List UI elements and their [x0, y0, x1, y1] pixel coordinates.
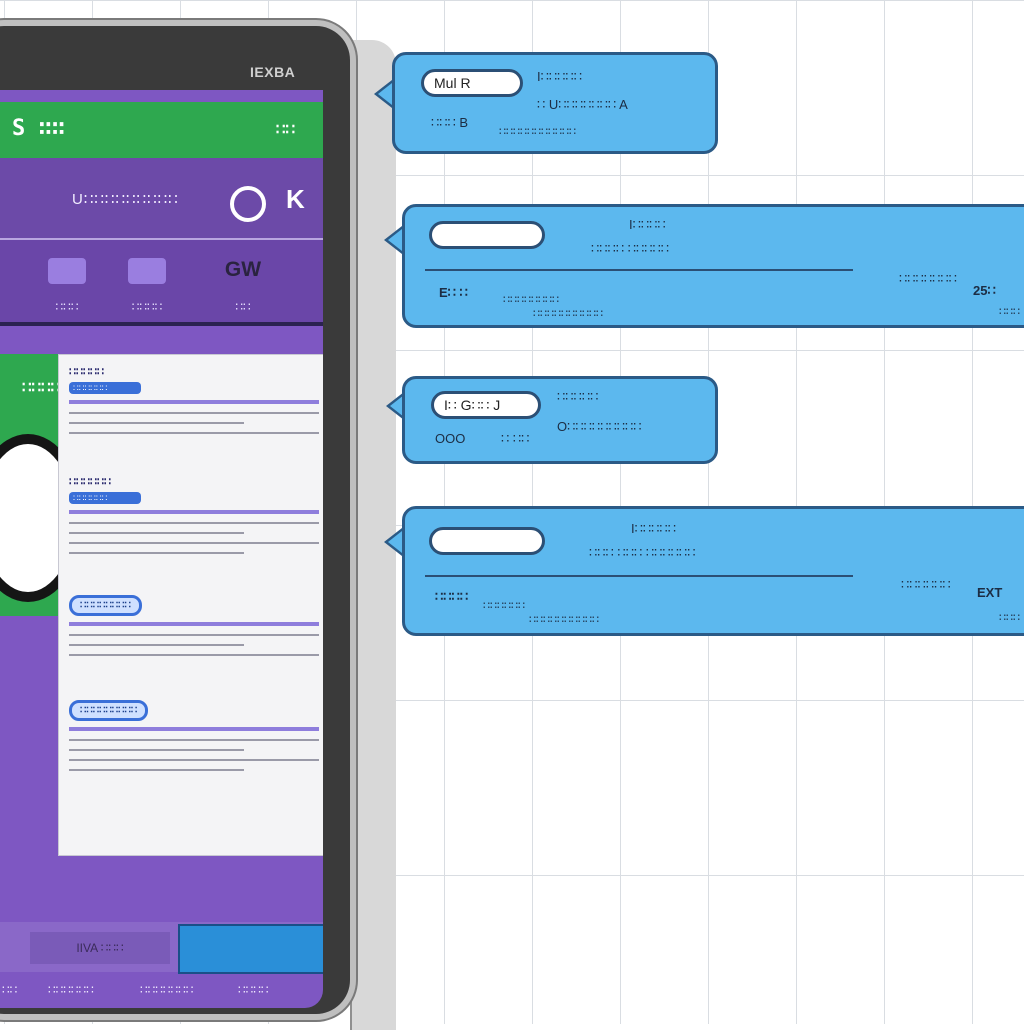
callout-4-mid: ∷∷∷∷∷∷: [483, 600, 525, 612]
tab-1-label: ∷∷∷: [55, 300, 79, 314]
text-line: [69, 654, 319, 656]
tab-2-icon: [128, 258, 166, 284]
callout-2-mid: ∷∷∷∷∷∷∷∷: [503, 294, 559, 306]
callout-1[interactable]: Mul R I∷∷∷∷∷ ∷ U∷∷∷∷∷∷∷ A ∷∷∷ B ∷∷∷∷∷∷∷∷…: [392, 52, 718, 154]
phone-screen: S ∷∷ ∷∷ U∷∷∷∷∷∷∷∷∷ K ∷∷∷ ∷∷∷∷ GW ∷∷ ∷∷∷∷…: [0, 90, 323, 1008]
callout-3-left: OOO: [435, 431, 466, 446]
callout-3-field[interactable]: I∷ G∷∷ J: [431, 391, 541, 419]
bottom-nav-item-1[interactable]: ∷∷: [2, 983, 18, 997]
list-item[interactable]: ∷∷∷∷∷∷∷∷∷: [69, 700, 319, 771]
callout-2-field[interactable]: [429, 221, 545, 249]
tab-2[interactable]: ∷∷∷∷: [112, 258, 182, 314]
callout-pointer: [384, 528, 402, 556]
callout-2-title: I∷∷∷∷: [629, 217, 666, 232]
text-line: [69, 759, 319, 761]
list-item-title: ∷∷∷∷∷: [69, 366, 104, 378]
app-logo: S ∷∷: [12, 116, 65, 141]
callout-3[interactable]: I∷ G∷∷ J ∷∷∷∷∷ O∷∷∷∷∷∷∷∷∷ OOO ∷ ∷∷: [402, 376, 718, 464]
record-button[interactable]: [230, 186, 266, 222]
status-text: IEXBA: [250, 64, 296, 80]
callout-2-rule: [425, 269, 853, 271]
callout-4-number: EXT: [977, 585, 1003, 600]
callout-3-subtitle: O∷∷∷∷∷∷∷∷∷: [557, 419, 642, 434]
list-item[interactable]: ∷∷∷∷∷∷∷∷: [69, 595, 319, 656]
callout-1-title: I∷∷∷∷∷: [537, 69, 582, 84]
callout-4-mid-b: ∷∷∷∷∷∷∷∷∷∷: [529, 614, 599, 626]
tab-3[interactable]: GW ∷∷: [208, 258, 278, 314]
bottom-nav-item-2[interactable]: ∷∷∷∷∷∷: [48, 983, 94, 997]
callout-pointer: [374, 80, 392, 108]
callout-4-title: I∷∷∷∷∷: [631, 521, 676, 536]
text-line: [69, 552, 244, 554]
bottom-strip-label[interactable]: IIVA ∷∷∷: [30, 932, 170, 964]
callout-2-subtitle: ∷∷∷∷ ∷∷∷∷∷: [591, 241, 670, 256]
callout-4-number-b: ∷∷∷: [999, 612, 1020, 624]
callout-2[interactable]: I∷∷∷∷ ∷∷∷∷ ∷∷∷∷∷ E∷ ∷ ∷∷∷∷∷∷∷∷ ∷∷∷∷∷∷∷∷∷…: [402, 204, 1024, 328]
callout-4-rule: [425, 575, 853, 577]
profile-header: U∷∷∷∷∷∷∷∷∷ K: [0, 158, 323, 240]
tab-3-label: ∷∷: [235, 300, 251, 314]
callout-1-left: ∷∷∷ B: [431, 115, 469, 130]
callout-4[interactable]: I∷∷∷∷∷ ∷∷∷ ∷∷∷ ∷∷∷∷∷∷ ∷∷∷∷ ∷∷∷∷∷∷ ∷∷∷∷∷∷…: [402, 506, 1024, 636]
text-line: [69, 522, 319, 524]
tab-3-icon: GW: [224, 258, 262, 281]
list-item[interactable]: ∷∷∷∷∷∷ ∷∷∷∷∷∷: [69, 475, 319, 554]
app-bar-action[interactable]: ∷∷: [275, 121, 295, 138]
list-item-pill: ∷∷∷∷∷∷∷∷: [69, 595, 142, 616]
content-area: ∷∷∷∷ ∷∷∷∷∷ ∷∷∷∷∷∷ ∷∷∷∷∷∷ ∷∷∷∷∷∷: [0, 325, 323, 925]
callout-4-field[interactable]: [429, 527, 545, 555]
media-thumbnail[interactable]: [178, 924, 323, 974]
text-line: [69, 644, 244, 646]
green-card-title: ∷∷∷∷: [22, 379, 61, 396]
bottom-nav-item-3[interactable]: ∷∷∷∷∷∷∷: [140, 983, 194, 997]
list-item-divider: [69, 400, 319, 404]
text-line: [69, 769, 244, 771]
bottom-nav: ∷∷ ∷∷∷∷∷∷ ∷∷∷∷∷∷∷ ∷∷∷∷: [0, 975, 323, 1005]
bottom-nav-item-4[interactable]: ∷∷∷∷: [238, 983, 269, 997]
text-line: [69, 542, 319, 544]
callout-2-mid-b: ∷∷∷∷∷∷∷∷∷∷: [533, 308, 603, 320]
callout-2-left: E∷ ∷: [439, 285, 468, 300]
tab-2-label: ∷∷∷∷: [131, 300, 163, 314]
list-item-divider: [69, 510, 319, 514]
callout-4-left: ∷∷∷∷: [435, 589, 469, 604]
callout-3-title: ∷∷∷∷∷: [557, 389, 599, 404]
text-line: [69, 532, 244, 534]
callout-1-subtitle: ∷ U∷∷∷∷∷∷∷ A: [537, 97, 628, 112]
app-bar: S ∷∷ ∷∷: [0, 102, 323, 158]
callout-1-footer: ∷∷∷∷∷∷∷∷∷∷∷: [499, 126, 576, 138]
callout-4-subtitle: ∷∷∷ ∷∷∷ ∷∷∷∷∷∷: [589, 545, 696, 560]
callout-4-right: ∷∷∷∷∷∷: [901, 577, 951, 592]
callout-pointer: [386, 392, 404, 420]
list-item-title: ∷∷∷∷∷∷: [69, 476, 111, 488]
list-item-tag: ∷∷∷∷∷∷: [69, 492, 141, 504]
tab-1-icon: [48, 258, 86, 284]
callout-pointer: [384, 226, 402, 254]
callout-2-number: 25∷: [973, 283, 996, 298]
callout-2-number-b: ∷∷∷: [999, 306, 1020, 318]
callout-2-right: ∷∷∷∷∷∷∷: [899, 271, 957, 286]
badge-k[interactable]: K: [286, 184, 305, 214]
list-item[interactable]: ∷∷∷∷∷ ∷∷∷∷∷∷: [69, 365, 319, 434]
text-line: [69, 412, 319, 414]
list-item-tag: ∷∷∷∷∷∷: [69, 382, 141, 394]
callout-1-field[interactable]: Mul R: [421, 69, 523, 97]
text-line: [69, 422, 244, 424]
list-item-pill: ∷∷∷∷∷∷∷∷∷: [69, 700, 149, 721]
list-panel: ∷∷∷∷∷ ∷∷∷∷∷∷ ∷∷∷∷∷∷ ∷∷∷∷∷∷ ∷∷∷∷∷∷∷∷: [58, 354, 323, 856]
tab-1[interactable]: ∷∷∷: [32, 258, 102, 314]
callout-3-mid: ∷ ∷∷: [501, 431, 530, 446]
text-line: [69, 739, 319, 741]
list-item-divider: [69, 727, 319, 731]
text-line: [69, 432, 319, 434]
profile-name: U∷∷∷∷∷∷∷∷∷: [72, 191, 179, 208]
list-item-divider: [69, 622, 319, 626]
text-line: [69, 749, 244, 751]
text-line: [69, 634, 319, 636]
tab-bar: ∷∷∷ ∷∷∷∷ GW ∷∷: [0, 240, 323, 326]
bottom-strip: IIVA ∷∷∷: [0, 922, 323, 974]
